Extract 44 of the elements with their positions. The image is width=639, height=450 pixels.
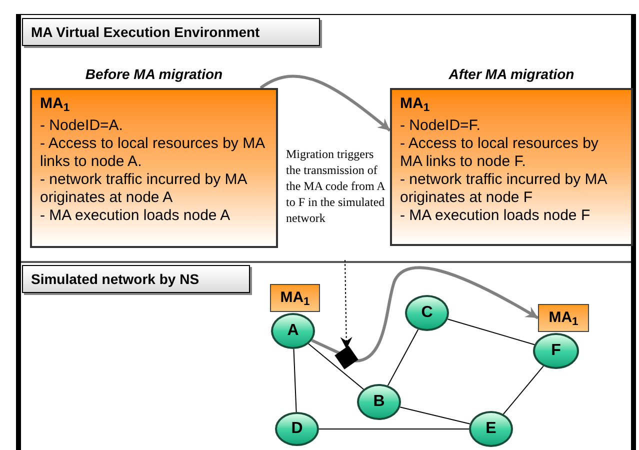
bullet-text: - MA execution loads node F xyxy=(400,207,592,225)
arrow xyxy=(260,74,391,132)
network-node xyxy=(357,384,401,420)
agent-label: MA$_{1}$ xyxy=(400,94,431,114)
panel-heading: After MA migration xyxy=(448,65,576,84)
agent-tag xyxy=(538,304,589,332)
link-line xyxy=(502,366,544,415)
link-line xyxy=(387,328,419,386)
arrow xyxy=(354,266,539,362)
node-letter: D xyxy=(291,419,303,439)
link-line xyxy=(318,428,470,430)
node-letter: E xyxy=(486,419,496,439)
section-header xyxy=(22,18,320,46)
network-node xyxy=(271,313,315,349)
node-letter: F xyxy=(551,341,561,361)
agent-tag xyxy=(270,284,320,312)
header-text: MA Virtual Execution Environment xyxy=(31,22,260,42)
bullet-text: - Access to local resources by MA links to node A. xyxy=(40,135,266,171)
network-node xyxy=(275,412,319,446)
link-line xyxy=(311,338,340,355)
bullet-text: - Access to local resources by MA links to node F. xyxy=(400,135,600,171)
bullet-text: - MA execution loads node A xyxy=(40,207,232,225)
link-line xyxy=(308,343,364,390)
network-node xyxy=(533,333,579,369)
link-line xyxy=(447,318,535,346)
panel-heading: Before MA migration xyxy=(84,65,224,84)
link-line xyxy=(400,406,470,424)
link-line xyxy=(293,348,297,412)
network-node xyxy=(405,295,449,331)
network-node xyxy=(469,411,513,447)
bullet-text: - network traffic incurred by MA originates at node F xyxy=(400,171,608,207)
note-text: Migration triggers the transmission of the MA code from A to F in the simulated network xyxy=(286,146,386,226)
bullet-text: - NodeID=A. xyxy=(40,117,124,135)
agent-label: MA$_{1}$ xyxy=(280,288,310,310)
dotted-arrow xyxy=(340,260,352,350)
node-letter: A xyxy=(287,321,299,341)
agent-label: MA$_{1}$ xyxy=(548,308,578,330)
header-text: Simulated network by NS xyxy=(31,270,200,289)
bullet-text: - NodeID=F. xyxy=(400,117,482,135)
agent-label: MA$_{1}$ xyxy=(40,94,71,114)
bullet-text: - network traffic incurred by MA originates at node A xyxy=(40,171,248,207)
section-header xyxy=(22,265,250,293)
node-letter: C xyxy=(421,303,433,323)
node-letter: B xyxy=(373,392,385,412)
